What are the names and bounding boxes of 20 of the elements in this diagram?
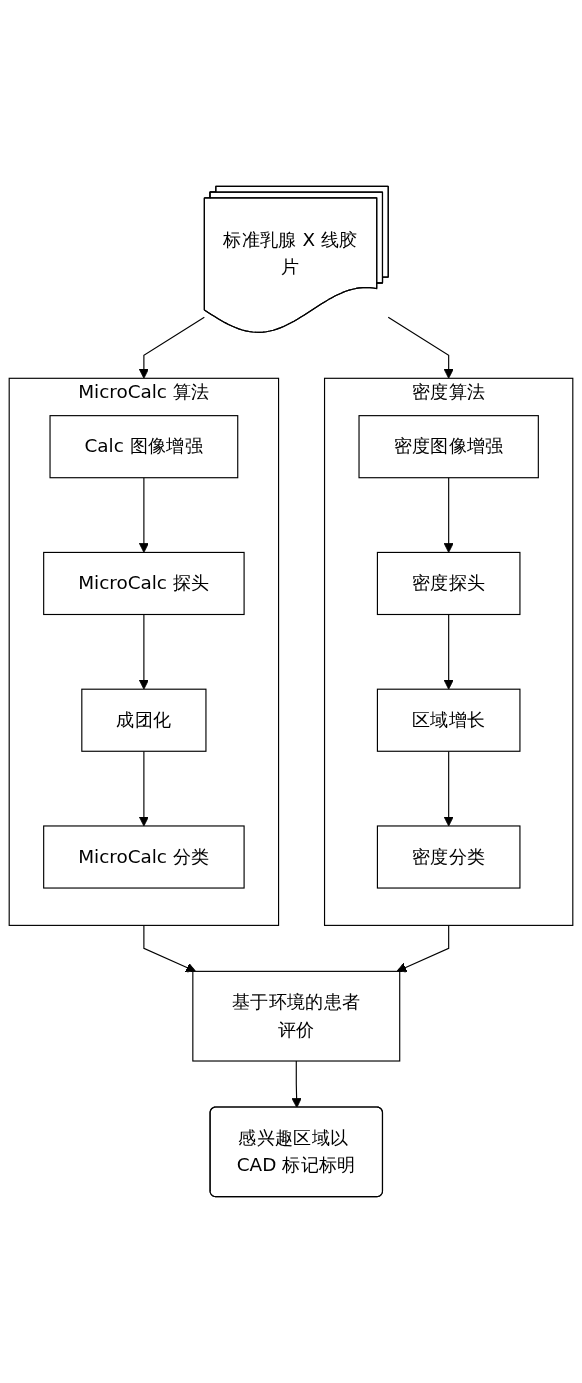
node-box: 区域增长 — [376, 688, 521, 752]
node-box: 密度图像增强 — [358, 415, 539, 479]
arrow — [291, 1060, 302, 1108]
arrow — [138, 750, 149, 827]
node-box: Calc 图像增强 — [49, 415, 239, 479]
node-box: 成团化 — [81, 688, 207, 752]
arrow — [138, 316, 205, 379]
arrow — [443, 613, 454, 690]
node-box: 基于环境的患者评价 — [192, 970, 401, 1062]
arrow — [387, 316, 454, 379]
node-box: MicroCalc 分类 — [43, 825, 245, 889]
node-box: 密度分类 — [376, 825, 521, 889]
arrow — [138, 477, 149, 553]
arrow — [396, 924, 450, 973]
arrow — [138, 613, 149, 690]
arrow — [443, 750, 454, 827]
node-box: 密度探头 — [376, 551, 521, 616]
node-box: MicroCalc 探头 — [43, 551, 245, 616]
arrow — [443, 477, 454, 553]
arrow — [143, 924, 196, 973]
